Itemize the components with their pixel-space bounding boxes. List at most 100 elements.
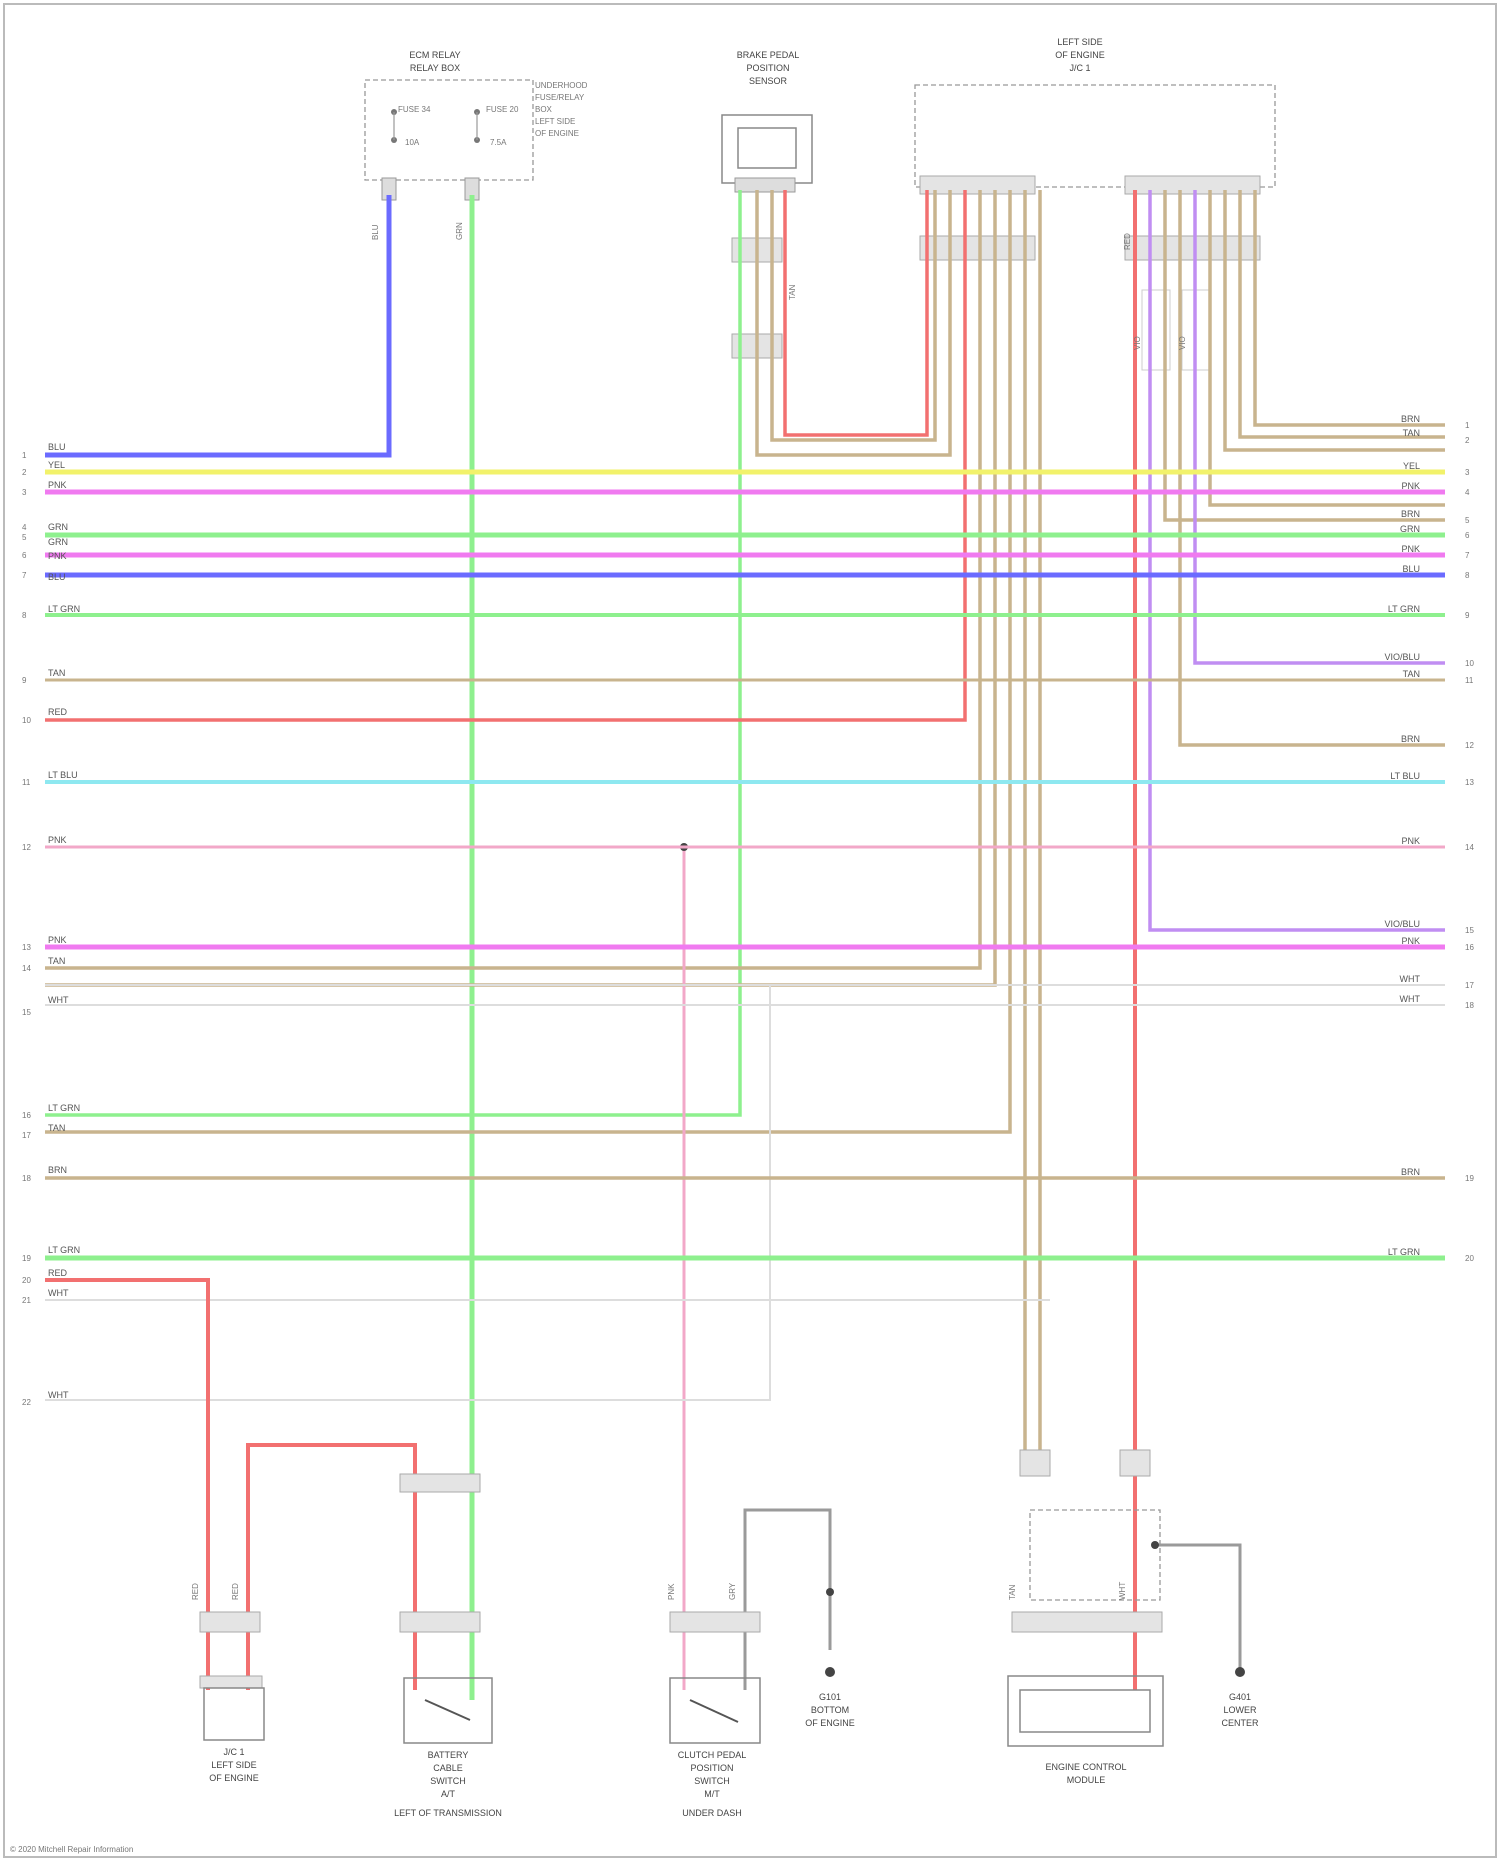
left-code: GRN — [48, 537, 68, 547]
sensor-title: SENSOR — [749, 76, 788, 86]
left-pin: 11 — [22, 778, 31, 787]
sensor-body — [722, 115, 812, 183]
left-pin: 18 — [22, 1174, 31, 1183]
right-code: GRN — [1400, 524, 1420, 534]
left-code: LT GRN — [48, 604, 80, 614]
left-code: WHT — [48, 995, 69, 1005]
relay-box-title: ECM RELAY — [409, 50, 460, 60]
ground-label: BOTTOM — [811, 1705, 849, 1715]
inline-connector — [670, 1612, 760, 1632]
wire-tan — [772, 190, 935, 440]
right-pin: 5 — [1465, 516, 1470, 525]
left-pin: 21 — [22, 1296, 31, 1305]
relay-box-outline — [365, 80, 533, 180]
right-pin: 15 — [1465, 926, 1474, 935]
component-label: BATTERY — [428, 1750, 469, 1760]
component-label: OF ENGINE — [209, 1773, 259, 1783]
right-pin: 17 — [1465, 981, 1474, 990]
right-pin: 6 — [1465, 531, 1470, 540]
right-pin: 2 — [1465, 436, 1470, 445]
left-code: BLU — [48, 442, 66, 452]
right-code: WHT — [1400, 994, 1421, 1004]
right-pin: 16 — [1465, 943, 1474, 952]
relay-note: UNDERHOOD — [535, 81, 588, 90]
left-pin: 15 — [22, 1008, 31, 1017]
ground-g401: G401 LOWER CENTER — [1221, 1692, 1259, 1728]
left-pin: 7 — [22, 571, 27, 580]
left-pin: 4 — [22, 523, 27, 532]
right-code: TAN — [1403, 669, 1420, 679]
left-code: BRN — [48, 1165, 67, 1175]
right-pin: 7 — [1465, 551, 1470, 560]
junction-title: OF ENGINE — [1055, 50, 1105, 60]
right-code: PNK — [1401, 936, 1420, 946]
relay-box: ECM RELAY RELAY BOX FUSE 34 FUSE 20 10A … — [365, 50, 588, 200]
ground-point — [1235, 1667, 1245, 1677]
copyright-footer: © 2020 Mitchell Repair Information — [10, 1845, 133, 1854]
left-code: PNK — [48, 835, 67, 845]
right-code: BRN — [1401, 1167, 1420, 1177]
left-pin: 3 — [22, 488, 27, 497]
component-label: SWITCH — [694, 1776, 730, 1786]
right-pin: 12 — [1465, 741, 1474, 750]
switch-contact — [690, 1700, 738, 1722]
ground-label: CENTER — [1221, 1718, 1259, 1728]
inline-connector — [1120, 1450, 1150, 1476]
right-pin: 10 — [1465, 659, 1474, 668]
left-code: YEL — [48, 460, 65, 470]
right-pin: 18 — [1465, 1001, 1474, 1010]
right-pin: 13 — [1465, 778, 1474, 787]
ground-g101: G101 BOTTOM OF ENGINE — [805, 1692, 855, 1728]
left-pin: 14 — [22, 964, 31, 973]
left-pin: 1 — [22, 451, 27, 460]
left-pin: 22 — [22, 1398, 31, 1407]
right-pin: 11 — [1465, 676, 1474, 685]
wire-code: BLU — [371, 224, 380, 240]
wire-code: RED — [191, 1583, 200, 1600]
right-code: BRN — [1401, 414, 1420, 424]
wire-lt-green — [45, 190, 740, 1115]
component-label: POSITION — [690, 1763, 733, 1773]
ground-label: G401 — [1229, 1692, 1251, 1702]
wire-code: GRN — [455, 222, 464, 240]
inline-connector — [400, 1612, 480, 1632]
junction-connector-top: LEFT SIDE OF ENGINE J/C 1 — [915, 37, 1275, 370]
relay-note: LEFT SIDE — [535, 117, 575, 126]
battery-cable-switch: BATTERY CABLE SWITCH A/T LEFT OF TRANSMI… — [394, 1474, 502, 1818]
wire-white — [45, 985, 770, 1400]
sensor-title: POSITION — [746, 63, 789, 73]
component-label: A/T — [441, 1789, 456, 1799]
left-code: TAN — [48, 1123, 65, 1133]
component-label: CLUTCH PEDAL — [678, 1750, 747, 1760]
left-pin: 16 — [22, 1111, 31, 1120]
component-label: ENGINE CONTROL — [1045, 1762, 1126, 1772]
right-pin: 14 — [1465, 843, 1474, 852]
splice-dot — [1151, 1541, 1159, 1549]
left-code: RED — [48, 1268, 68, 1278]
wire-tan — [45, 190, 1010, 1132]
right-pin: 3 — [1465, 468, 1470, 477]
wire-blue — [45, 195, 389, 455]
clutch-pedal-position-switch: CLUTCH PEDAL POSITION SWITCH M/T UNDER D… — [670, 1510, 835, 1818]
component-label: CABLE — [433, 1763, 463, 1773]
wire-code: PNK — [667, 1583, 676, 1600]
wire-red-bottom — [45, 1280, 208, 1690]
junction-outline — [915, 85, 1275, 187]
left-pin: 8 — [22, 611, 27, 620]
component-label: MODULE — [1067, 1775, 1106, 1785]
splice-dot — [826, 1588, 834, 1596]
left-pin: 9 — [22, 676, 27, 685]
wire-tan — [1240, 190, 1445, 437]
right-code: PNK — [1401, 544, 1420, 554]
ecm-inner — [1020, 1690, 1150, 1732]
relay-note: BOX — [535, 105, 553, 114]
wire-tan — [45, 190, 995, 985]
right-code: PNK — [1401, 836, 1420, 846]
right-pin: 9 — [1465, 611, 1470, 620]
wire-tan — [1225, 190, 1445, 450]
wire-code: VIO — [1133, 336, 1142, 350]
relay-box-subtitle: RELAY BOX — [410, 63, 460, 73]
inline-connector — [920, 236, 1035, 260]
switch-contact — [425, 1700, 470, 1720]
